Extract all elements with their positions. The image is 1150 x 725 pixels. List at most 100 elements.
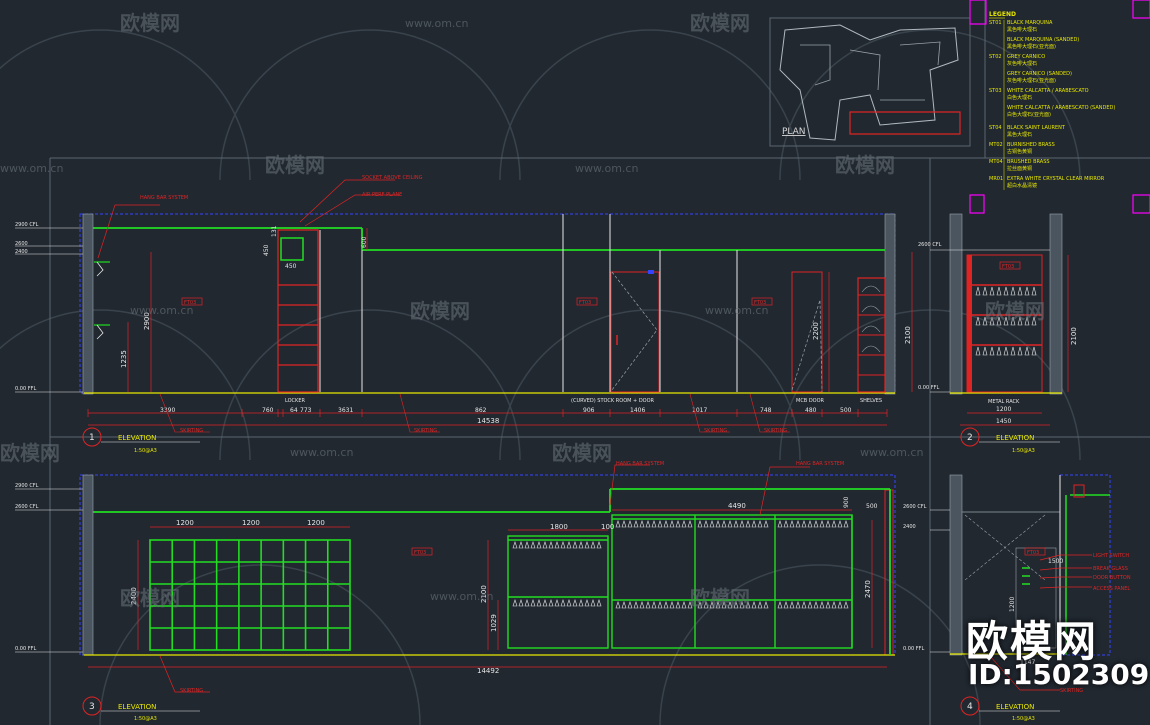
hanger bbox=[783, 520, 789, 528]
e1-label-stock-room: (CURVED) STOCK ROOM + DOOR bbox=[571, 398, 655, 404]
legend-item-zh: 黑色啡大理石 bbox=[1007, 26, 1037, 33]
hanger bbox=[757, 520, 763, 528]
hanger bbox=[837, 520, 843, 528]
e3-skirting: SKIRTING bbox=[180, 688, 203, 694]
e2-height: 2100 bbox=[1070, 327, 1078, 345]
watermark-logo: 欧模网 bbox=[690, 11, 750, 35]
hanger bbox=[560, 599, 566, 607]
hanger bbox=[975, 286, 981, 296]
hanger bbox=[783, 601, 789, 609]
hanger bbox=[627, 520, 633, 528]
watermark-url: www.om.cn bbox=[860, 446, 923, 459]
hanger bbox=[639, 520, 645, 528]
e2-dim-1200: 1200 bbox=[996, 406, 1011, 413]
hanger bbox=[572, 541, 578, 549]
plan-label: PLAN bbox=[782, 127, 806, 137]
hanger bbox=[1010, 316, 1016, 326]
e4-level-2600: 2600 CFL bbox=[903, 504, 927, 510]
hanger bbox=[548, 599, 554, 607]
hanger bbox=[777, 520, 783, 528]
hanger bbox=[596, 599, 602, 607]
legend-item-en: BRUSHED BRASS bbox=[1007, 159, 1050, 165]
e1-tag-c: FT03 bbox=[754, 300, 766, 306]
elevation-1: 2900 1235 2100 2200 600 450 450 131 FT03… bbox=[15, 175, 913, 454]
legend-item-zh: 超白水晶清镜 bbox=[1007, 182, 1037, 189]
hanger bbox=[989, 286, 995, 296]
legend-item-en: BLACK SAINT LAURENT bbox=[1007, 125, 1066, 131]
hanger bbox=[548, 541, 554, 549]
e3-hang-bar-a: HANG BAR SYSTEM bbox=[616, 461, 664, 467]
hanger bbox=[663, 520, 669, 528]
hanger bbox=[584, 599, 590, 607]
hanger bbox=[566, 599, 572, 607]
e4-dim-1147: 1147 bbox=[1020, 659, 1035, 666]
hanger bbox=[825, 601, 831, 609]
hanger bbox=[975, 316, 981, 326]
hanger bbox=[572, 599, 578, 607]
e4-level-ffl: 0.00 FFL bbox=[903, 646, 924, 652]
magenta-markers bbox=[969, 0, 1150, 214]
hanger bbox=[709, 520, 715, 528]
e1-skirting-2: SKIRTING bbox=[414, 428, 437, 434]
legend-item-zh: 白色大理石(亚光面) bbox=[1007, 111, 1051, 118]
hanger bbox=[1024, 346, 1030, 356]
hanger bbox=[975, 346, 981, 356]
watermark-logo: 欧模网 bbox=[120, 11, 180, 35]
e4-dim-1500: 1500 bbox=[1048, 558, 1063, 565]
hanger bbox=[530, 599, 536, 607]
hanger bbox=[687, 520, 693, 528]
e3-level-2900: 2900 CFL bbox=[15, 483, 39, 489]
hanger bbox=[703, 520, 709, 528]
legend-code: ST01 bbox=[989, 20, 1002, 26]
hanger bbox=[813, 520, 819, 528]
e3-dim-900: 900 bbox=[843, 496, 850, 508]
hanger bbox=[536, 599, 542, 607]
hanger bbox=[751, 520, 757, 528]
e3-dim-1200-a: 1200 bbox=[176, 519, 194, 527]
hanger bbox=[703, 601, 709, 609]
hanger bbox=[542, 541, 548, 549]
watermark-logo: 欧模网 bbox=[552, 441, 612, 465]
e1-dim-label: 773 bbox=[300, 407, 312, 414]
e1-tag-b: FT03 bbox=[579, 300, 591, 306]
e1-locker-w450: 450 bbox=[285, 263, 297, 270]
e1-height-600: 600 bbox=[361, 236, 368, 248]
e1-dim-label: 3390 bbox=[160, 407, 175, 414]
elevation-3: 1200 1200 1200 1800 100 4490 900 500 240… bbox=[15, 461, 896, 722]
hanger bbox=[542, 599, 548, 607]
hanger bbox=[996, 286, 1002, 296]
e1-dim-label: 1017 bbox=[692, 407, 707, 414]
e1-height-2100: 2100 bbox=[904, 326, 912, 344]
e3-level-2600: 2600 CFL bbox=[15, 504, 39, 510]
watermark-url: www.om.cn bbox=[575, 162, 638, 175]
watermark-url: www.om.cn bbox=[0, 162, 63, 175]
e1-skirting-3: SKIRTING bbox=[704, 428, 727, 434]
hanger bbox=[590, 599, 596, 607]
wall-hatch-left bbox=[82, 213, 94, 395]
e1-title: ELEVATION bbox=[118, 434, 156, 442]
hanger bbox=[733, 601, 739, 609]
e1-height-2200: 2200 bbox=[812, 322, 820, 340]
hanger bbox=[633, 601, 639, 609]
sheet-frames bbox=[49, 0, 1150, 725]
legend-item-zh: 黑色啡大理石(亚光面) bbox=[1007, 43, 1056, 50]
legend-item-zh: 黑色大理石 bbox=[1007, 131, 1032, 138]
watermark-url: www.om.cn bbox=[130, 304, 193, 317]
plan-thumbnail: PLAN bbox=[779, 24, 961, 141]
elevation-4: LIGHT SWITCH BREAK GLASS DOOR BUTTON ACC… bbox=[903, 474, 1131, 722]
watermark-url: www.om.cn bbox=[430, 590, 493, 603]
hanger bbox=[681, 520, 687, 528]
hanger bbox=[651, 601, 657, 609]
hanger bbox=[996, 316, 1002, 326]
elevation-2: 2600 CFL 0.00 FFL FT03 2100 METAL RACK 1… bbox=[918, 213, 1078, 454]
hanger bbox=[687, 601, 693, 609]
hanger bbox=[801, 520, 807, 528]
e1-locker-h450: 450 bbox=[263, 244, 270, 256]
e1-level-2600: 2600 bbox=[15, 241, 28, 247]
hanger bbox=[795, 601, 801, 609]
e1-dim-label: 480 bbox=[805, 407, 817, 414]
e3-height-2400: 2400 bbox=[130, 587, 138, 605]
watermark-logo: 欧模网 bbox=[410, 299, 470, 323]
hanger bbox=[536, 541, 542, 549]
